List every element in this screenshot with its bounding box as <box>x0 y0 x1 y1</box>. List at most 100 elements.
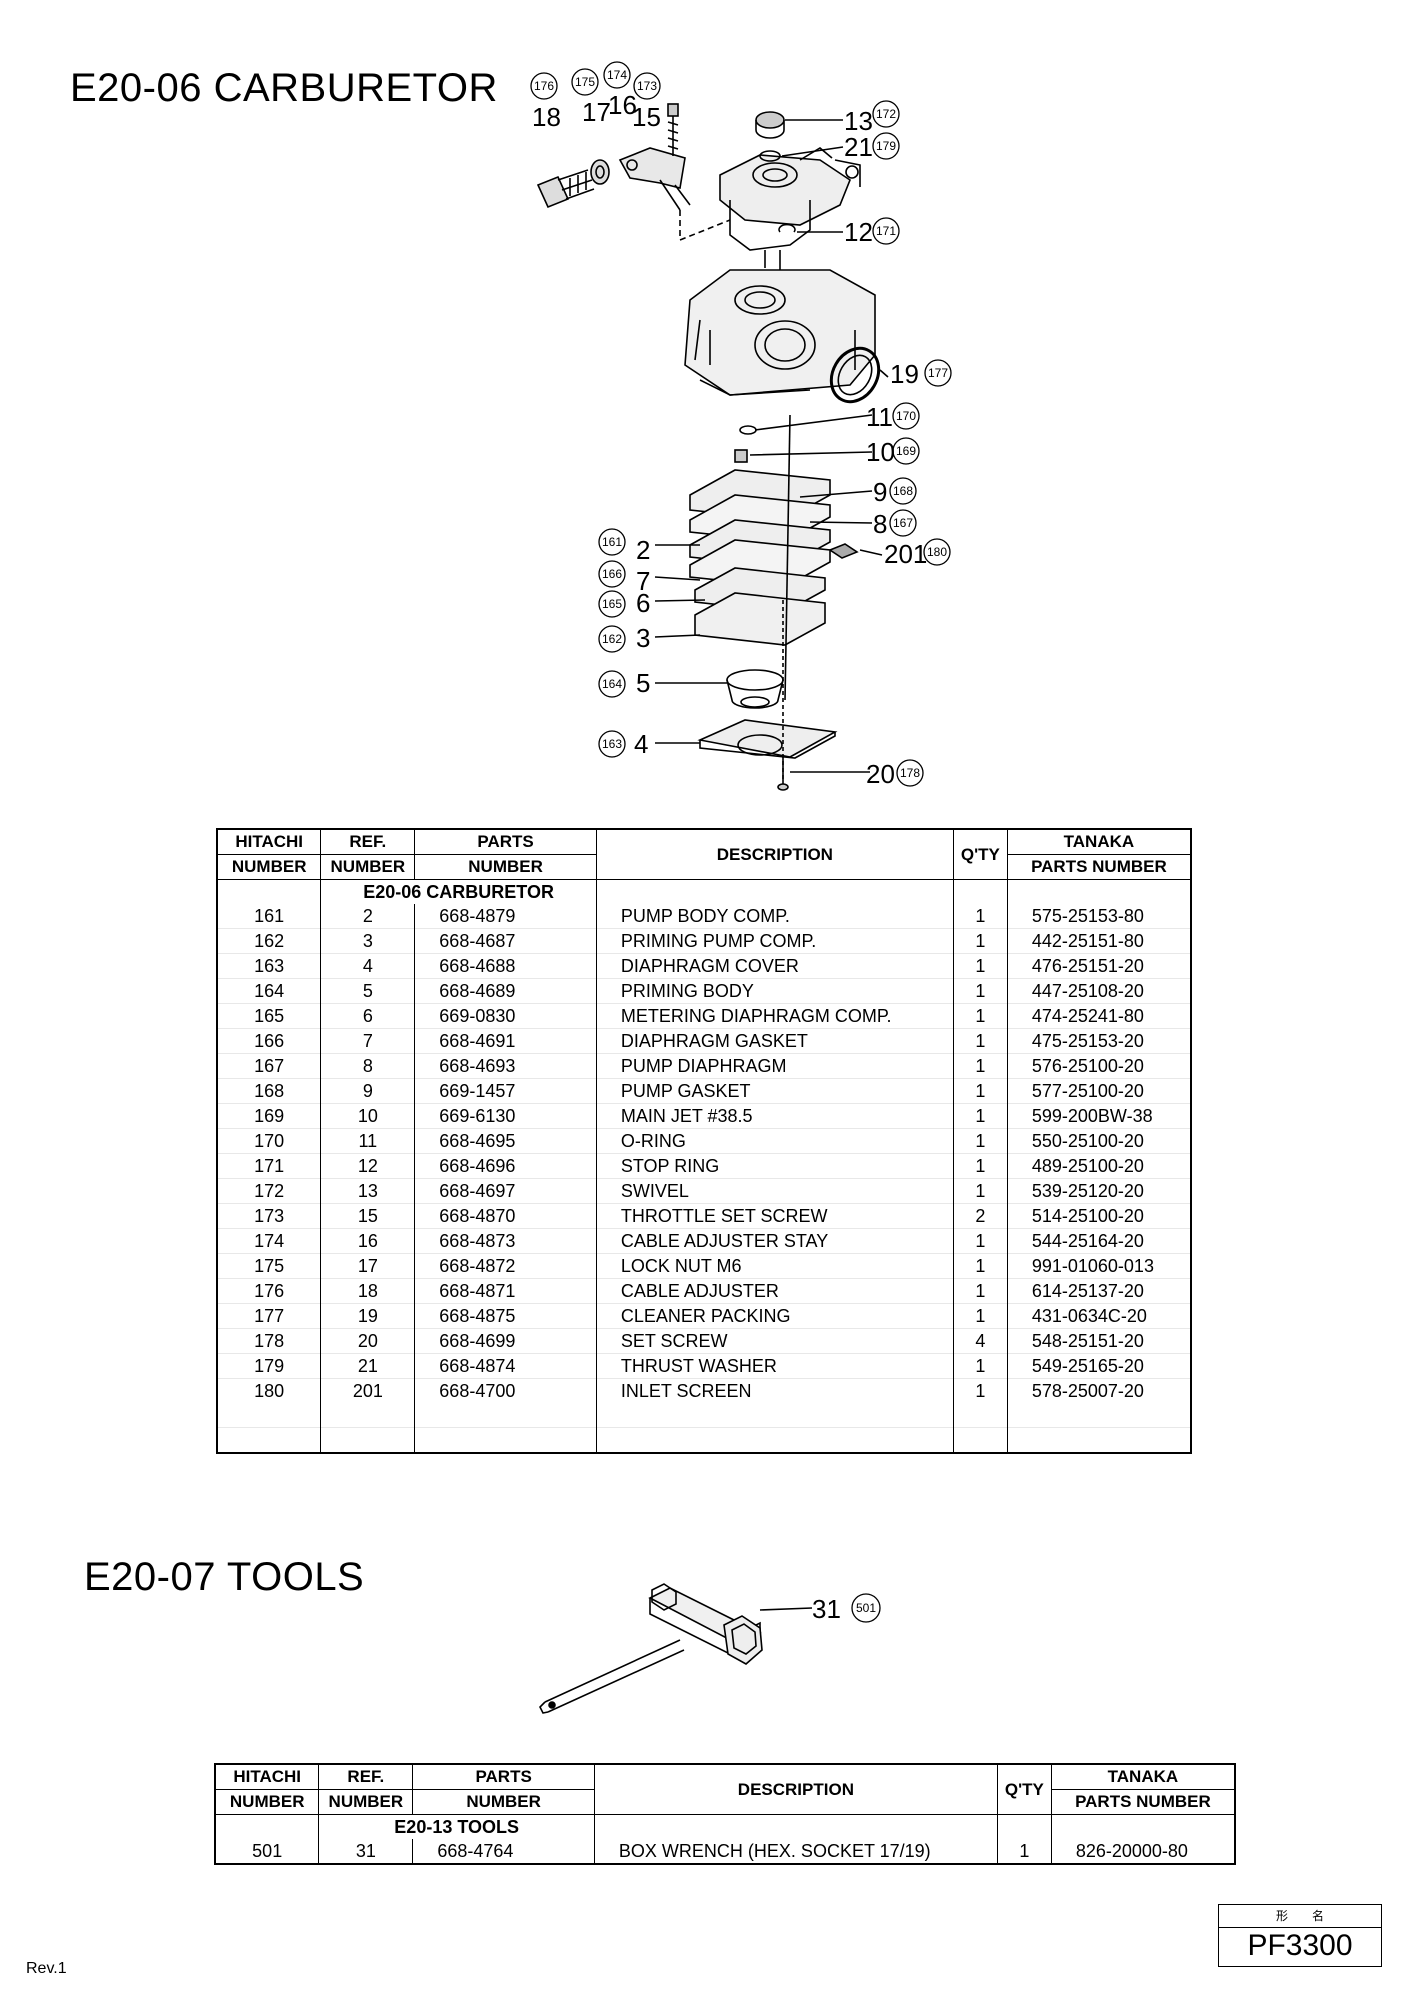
callout-169: 169 <box>896 444 916 458</box>
model-name-label: 形 名 <box>1218 1904 1382 1928</box>
cell-description: BOX WRENCH (HEX. SOCKET 17/19) <box>593 1839 998 1864</box>
cell-tanaka-number: 599-200BW-38 <box>1006 1103 1192 1129</box>
callout-161: 161 <box>602 535 622 549</box>
cell-description: CABLE ADJUSTER <box>595 1278 954 1304</box>
cell-parts-number: 668-4871 <box>414 1278 597 1304</box>
col-tanaka-header-2: PARTS NUMBER <box>1006 854 1192 880</box>
cell-tanaka-number: 475-25153-20 <box>1006 1028 1192 1054</box>
ref-15-label: 15 <box>632 102 661 132</box>
cell-hitachi-number: 501 <box>214 1839 320 1864</box>
box-wrench-diagram: 31 501 <box>539 1583 881 1714</box>
callout-170: 170 <box>896 409 916 423</box>
cell-qty: 4 <box>952 1328 1008 1354</box>
cell-parts-number: 668-4695 <box>414 1128 597 1154</box>
revision-label: Rev.1 <box>26 1960 67 1977</box>
cell-qty: 1 <box>952 1303 1008 1329</box>
cell-parts-number: 668-4872 <box>414 1253 597 1279</box>
cell-qty: 1 <box>952 1353 1008 1379</box>
tools-col-hitachi-header: HITACHI <box>214 1763 320 1790</box>
cell-hitachi-number: 170 <box>216 1128 322 1154</box>
tools-col-description-header: DESCRIPTION <box>593 1763 998 1815</box>
cell-hitachi-number: 163 <box>216 953 322 979</box>
cleaner-packing-part <box>829 346 881 404</box>
cell-tanaka-number: 514-25100-20 <box>1006 1203 1192 1229</box>
o-ring-part <box>739 425 757 435</box>
cell-qty: 2 <box>952 1203 1008 1229</box>
tools-col-parts-header-2: NUMBER <box>412 1789 595 1815</box>
ref-10-label: 10 <box>866 437 895 467</box>
cell-hitachi-number: 176 <box>216 1278 322 1304</box>
cell-description: LOCK NUT M6 <box>595 1253 954 1279</box>
cell-description: DIAPHRAGM GASKET <box>595 1028 954 1054</box>
cell-hitachi-number: 167 <box>216 1053 322 1079</box>
ref-3-label: 3 <box>636 623 650 653</box>
cell-tanaka-number: 476-25151-20 <box>1006 953 1192 979</box>
callout-171: 171 <box>876 224 896 238</box>
cell-parts-number: 669-0830 <box>414 1003 597 1029</box>
cell-description: METERING DIAPHRAGM COMP. <box>595 1003 954 1029</box>
cell-hitachi-number: 172 <box>216 1178 322 1204</box>
callout-501: 501 <box>856 1601 876 1615</box>
cell-ref-number: 8 <box>320 1053 416 1079</box>
cell-tanaka-number: 550-25100-20 <box>1006 1128 1192 1154</box>
diaphragm-cover-part <box>697 719 838 759</box>
col-ref-header: REF. <box>320 828 416 855</box>
carburetor-main-body-part <box>684 269 876 396</box>
col-parts-header-2: NUMBER <box>414 854 597 880</box>
cell-tanaka-number: 431-0634C-20 <box>1006 1303 1192 1329</box>
cell-parts-number: 668-4700 <box>414 1378 597 1403</box>
cell-ref-number: 10 <box>320 1103 416 1129</box>
cell-description: SET SCREW <box>595 1328 954 1354</box>
stop-ring-part <box>778 223 796 233</box>
col-ref-header-2: NUMBER <box>320 854 416 880</box>
ref-201-label: 201 <box>884 539 927 569</box>
cell-hitachi-number: 175 <box>216 1253 322 1279</box>
cell-parts-number: 668-4693 <box>414 1053 597 1079</box>
tools-col-ref-header: REF. <box>318 1763 414 1790</box>
carburetor-upper-body-part <box>719 147 861 270</box>
cell-qty: 1 <box>952 1128 1008 1154</box>
cell-qty: 1 <box>952 1178 1008 1204</box>
cell-hitachi-number: 180 <box>216 1378 322 1403</box>
ref-2-label: 2 <box>636 535 650 565</box>
cell-hitachi-number: 165 <box>216 1003 322 1029</box>
cell-tanaka-number: 539-25120-20 <box>1006 1178 1192 1204</box>
callout-164: 164 <box>602 677 622 691</box>
carburetor-section-title: E20-06 CARBURETOR <box>70 66 498 110</box>
cell-ref-number: 11 <box>320 1128 416 1154</box>
main-jet-part <box>734 449 748 463</box>
cell-qty: 1 <box>952 953 1008 979</box>
callout-168: 168 <box>893 484 913 498</box>
cell-description: INLET SCREEN <box>595 1378 954 1403</box>
cell-qty: 1 <box>952 1053 1008 1079</box>
cell-ref-number: 7 <box>320 1028 416 1054</box>
cell-parts-number: 668-4697 <box>414 1178 597 1204</box>
cell-ref-number: 18 <box>320 1278 416 1304</box>
cell-parts-number: 668-4699 <box>414 1328 597 1354</box>
cell-description: THROTTLE SET SCREW <box>595 1203 954 1229</box>
ref-21-label: 21 <box>844 132 873 162</box>
callout-180: 180 <box>927 545 947 559</box>
ref-8-label: 8 <box>873 509 887 539</box>
cell-tanaka-number: 548-25151-20 <box>1006 1328 1192 1354</box>
cell-parts-number: 668-4696 <box>414 1153 597 1179</box>
cell-hitachi-number: 178 <box>216 1328 322 1354</box>
cell-qty: 1 <box>952 1078 1008 1104</box>
callout-172: 172 <box>876 107 896 121</box>
cell-hitachi-number: 169 <box>216 1103 322 1129</box>
cell-parts-number: 668-4691 <box>414 1028 597 1054</box>
cell-tanaka-number: 577-25100-20 <box>1006 1078 1192 1104</box>
cell-tanaka-number: 576-25100-20 <box>1006 1053 1192 1079</box>
ref-9-label: 9 <box>873 477 887 507</box>
callout-163: 163 <box>602 737 622 751</box>
col-parts-header: PARTS <box>414 828 597 855</box>
cell-tanaka-number: 614-25137-20 <box>1006 1278 1192 1304</box>
col-tanaka-header: TANAKA <box>1006 828 1192 855</box>
